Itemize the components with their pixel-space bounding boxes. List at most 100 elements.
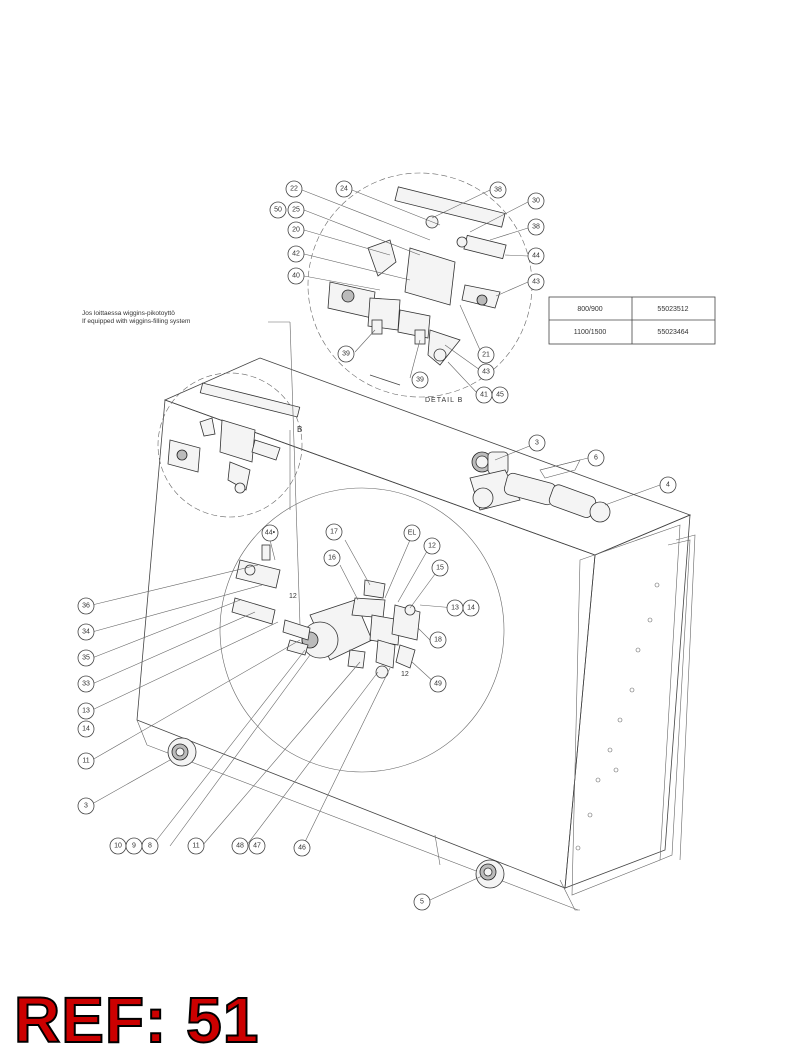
callout-9: 9 — [125, 837, 143, 855]
callout-4: 4 — [659, 476, 677, 494]
note-line-1: Jos loittaessa wiggins-pikotoyttö — [82, 310, 175, 317]
note-line-2: If equipped with wiggins-filling system — [82, 318, 190, 325]
callout-21: 21 — [477, 346, 495, 364]
detail-left-parts — [167, 382, 301, 494]
detail-left-circle — [157, 372, 303, 518]
radiator-body — [136, 357, 696, 911]
table-model-2: 1100/1500 — [574, 329, 607, 336]
svg-text:45: 45 — [496, 392, 504, 399]
detail-b-parts — [327, 186, 507, 386]
callout-40: 40 — [287, 267, 305, 285]
callout-46: 46 — [293, 839, 311, 857]
svg-text:44: 44 — [532, 253, 540, 260]
svg-text:41: 41 — [480, 392, 488, 399]
callout-48: 48 — [231, 837, 249, 855]
side-holes — [575, 582, 660, 851]
label-12-left: 12 — [289, 593, 297, 600]
callout-36: 36 — [77, 597, 95, 615]
callout-14: 14 — [462, 599, 480, 617]
callout-3: 3 — [77, 797, 95, 815]
detail-caption: DETAIL B — [425, 397, 463, 404]
svg-text:47: 47 — [253, 843, 261, 850]
callout-42: 42 — [287, 245, 305, 263]
svg-text:3: 3 — [535, 440, 539, 447]
svg-text:17: 17 — [330, 529, 338, 536]
svg-text:18: 18 — [434, 637, 442, 644]
svg-text:38: 38 — [494, 187, 502, 194]
callout-18: 18 — [429, 631, 447, 649]
svg-text:43: 43 — [482, 369, 490, 376]
svg-text:15: 15 — [436, 565, 444, 572]
callout-47: 47 — [248, 837, 266, 855]
valve-assembly — [231, 544, 421, 679]
svg-text:11: 11 — [192, 843, 199, 850]
ref-label: REF: 51 — [13, 984, 260, 1056]
fan-circle — [219, 487, 505, 773]
svg-text:50: 50 — [274, 207, 282, 214]
svg-text:20: 20 — [292, 227, 300, 234]
callout-39: 39 — [411, 371, 429, 389]
callout-6: 6 — [587, 449, 605, 467]
svg-text:39: 39 — [416, 377, 424, 384]
callout-5: 5 — [413, 893, 431, 911]
callout-49: 49 — [429, 675, 447, 693]
svg-text:38: 38 — [532, 224, 540, 231]
callout-el: EL — [403, 524, 421, 542]
svg-text:30: 30 — [532, 198, 540, 205]
callout-24: 24 — [335, 180, 353, 198]
callout-11: 11 — [77, 752, 95, 770]
svg-text:48: 48 — [236, 843, 244, 850]
svg-text:39: 39 — [342, 351, 350, 358]
callout-25: 25 — [287, 201, 305, 219]
callout-20: 20 — [287, 221, 305, 239]
callout-41: 41 — [475, 386, 493, 404]
svg-text:43: 43 — [532, 279, 540, 286]
callout-14: 14 — [77, 720, 95, 738]
callout-39: 39 — [337, 345, 355, 363]
callout-43: 43 — [527, 273, 545, 291]
svg-text:5: 5 — [420, 899, 424, 906]
table-part-2: 55023464 — [657, 329, 688, 336]
svg-text:22: 22 — [290, 186, 298, 193]
callout-10: 10 — [109, 837, 127, 855]
callout-44: 44 — [527, 247, 545, 265]
callout-3: 3 — [528, 434, 546, 452]
svg-text:9: 9 — [132, 843, 136, 850]
svg-text:40: 40 — [292, 273, 300, 280]
svg-text:24: 24 — [340, 186, 348, 193]
svg-text:10: 10 — [114, 843, 122, 850]
label-12-bottom: 12 — [401, 671, 409, 678]
bottom-port-3 — [167, 737, 197, 767]
svg-text:25: 25 — [292, 207, 300, 214]
callout-50: 50 — [269, 201, 287, 219]
pipe-assembly — [469, 451, 611, 523]
callout-38: 38 — [489, 181, 507, 199]
svg-text:44•: 44• — [265, 530, 276, 537]
detail-b-leaders — [301, 189, 529, 395]
svg-text:11: 11 — [82, 758, 89, 765]
callout-15: 15 — [431, 559, 449, 577]
table-part-1: 55023512 — [657, 306, 688, 313]
callout-34: 34 — [77, 623, 95, 641]
svg-text:42: 42 — [292, 251, 300, 258]
svg-text:46: 46 — [298, 845, 306, 852]
svg-text:12: 12 — [428, 543, 436, 550]
callout-8: 8 — [141, 837, 159, 855]
svg-text:8: 8 — [148, 843, 152, 850]
svg-text:16: 16 — [328, 555, 336, 562]
svg-text:33: 33 — [82, 681, 90, 688]
callout-22: 22 — [285, 180, 303, 198]
svg-text:35: 35 — [82, 655, 90, 662]
callout-44-bullet: 44• — [261, 524, 279, 542]
bottom-port-5 — [475, 859, 505, 889]
callout-13: 13 — [446, 599, 464, 617]
main-leaders — [91, 321, 661, 901]
callout-35: 35 — [77, 649, 95, 667]
callout-33: 33 — [77, 675, 95, 693]
table-model-1: 800/900 — [577, 306, 602, 313]
svg-text:4: 4 — [666, 482, 670, 489]
svg-text:13: 13 — [451, 605, 459, 612]
svg-text:21: 21 — [482, 352, 490, 359]
svg-text:14: 14 — [82, 726, 90, 733]
